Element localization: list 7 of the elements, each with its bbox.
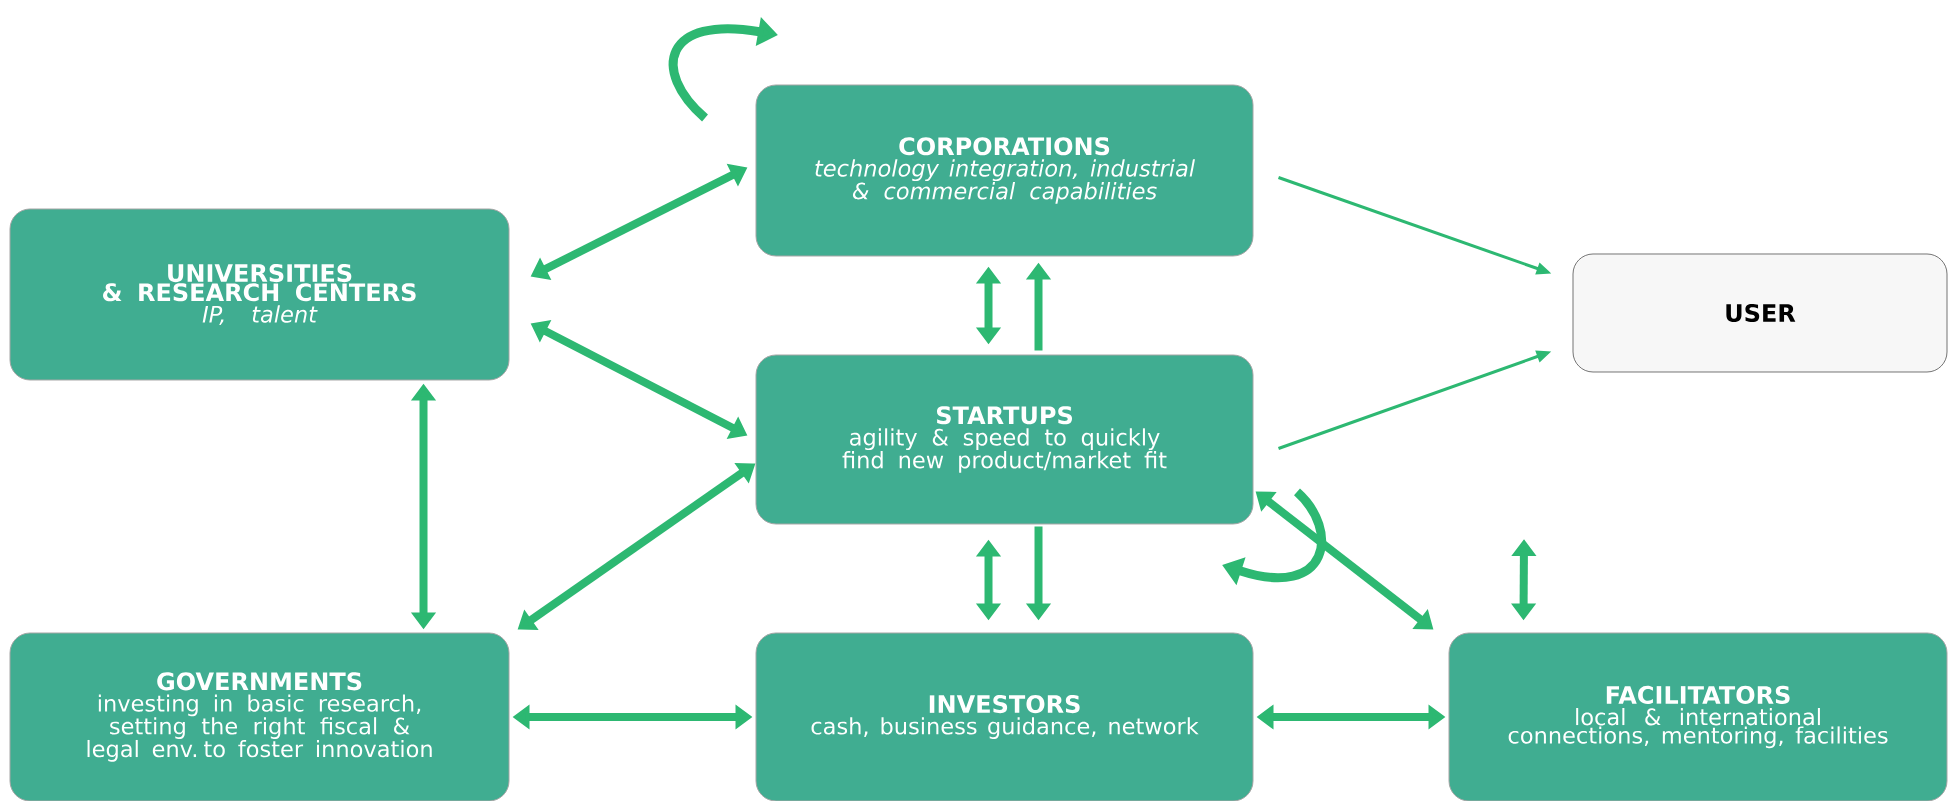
stakeholder-box: GOVERNMENTS investing in basic research, setting the right fiscal & legal env. to foster innovation xyxy=(9,632,510,801)
stakeholder-box: INVESTORS cash, business guidance, network xyxy=(755,632,1254,801)
stakeholder-box: STARTUPS agility & speed to quickly find new product/market fit xyxy=(755,354,1254,525)
user-box: USER xyxy=(1572,253,1948,373)
stakeholder-box: UNIVERSITIES & RESEARCH CENTERS IP, talent xyxy=(9,208,510,381)
stakeholder-box: CORPORATIONS technology integration, industrial & commercial capabilities xyxy=(755,84,1254,257)
stakeholder-box: FACILITATORS local & international connections, mentoring, facilities xyxy=(1448,632,1948,801)
